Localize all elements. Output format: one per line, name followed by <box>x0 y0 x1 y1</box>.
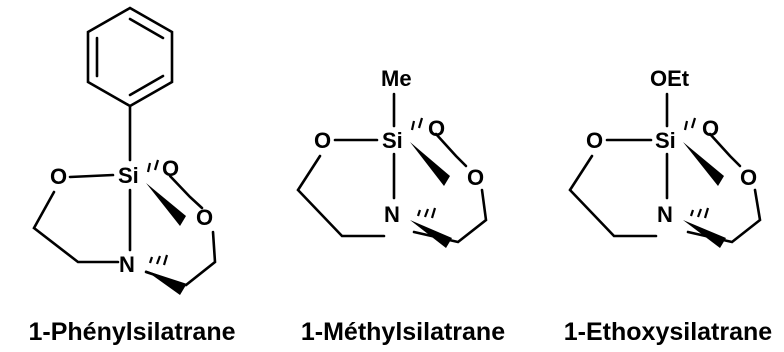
atom-o-left: O <box>314 128 331 153</box>
molecule-methylsilatrane: Me Si O O O N 1-Méthylsilatrane <box>296 66 505 346</box>
atom-o-top: O <box>702 116 719 141</box>
atom-o-top: O <box>162 156 179 181</box>
atom-si: Si <box>118 163 139 188</box>
atom-o-left: O <box>586 128 603 153</box>
wedge-bond-right <box>146 183 186 226</box>
caption-ethoxysilatrane: 1-Ethoxysilatrane <box>564 318 773 346</box>
left-arm <box>568 154 658 238</box>
wedge-bond-n <box>683 220 726 248</box>
hashed-bond-n <box>689 207 710 219</box>
atom-o-left: O <box>50 164 67 189</box>
hashed-bond-n <box>148 254 169 266</box>
caption-phenylsilatrane: 1-Phénylsilatrane <box>28 318 235 346</box>
atom-o-top: O <box>428 116 445 141</box>
wedge-bond-right <box>410 142 450 186</box>
hashed-bond-n <box>416 207 437 219</box>
top-arm <box>168 174 204 210</box>
wedge-bond-right <box>683 142 724 186</box>
caption-methylsilatrane: 1-Méthylsilatrane <box>301 318 505 346</box>
molecule-ethoxysilatrane: OEt Si O O O N 1-Ethoxysilatrane <box>564 66 773 346</box>
atom-n: N <box>384 202 400 227</box>
top-arm <box>434 132 468 168</box>
atom-n: N <box>119 252 135 277</box>
atom-n: N <box>657 202 673 227</box>
left-arm <box>296 154 386 238</box>
substituent-oet: OEt <box>650 66 690 91</box>
atom-o-right: O <box>467 165 484 190</box>
si-o-left-bond <box>68 173 115 179</box>
hashed-bond-top <box>410 117 424 131</box>
wedge-bond-n <box>145 270 186 295</box>
atom-si: Si <box>655 128 676 153</box>
wedge-bond-n <box>410 220 452 248</box>
left-arm <box>32 190 120 264</box>
atom-o-right: O <box>196 205 213 230</box>
hashed-bond-top <box>683 117 697 131</box>
atom-o-right: O <box>740 165 757 190</box>
top-arm <box>708 132 742 168</box>
phenyl-ring <box>86 6 174 108</box>
hashed-bond-top <box>146 159 160 173</box>
substituent-me: Me <box>381 66 412 91</box>
molecule-phenylsilatrane: Si O O O N 1-Phénylsilatrane <box>28 6 236 346</box>
atom-si: Si <box>382 128 403 153</box>
